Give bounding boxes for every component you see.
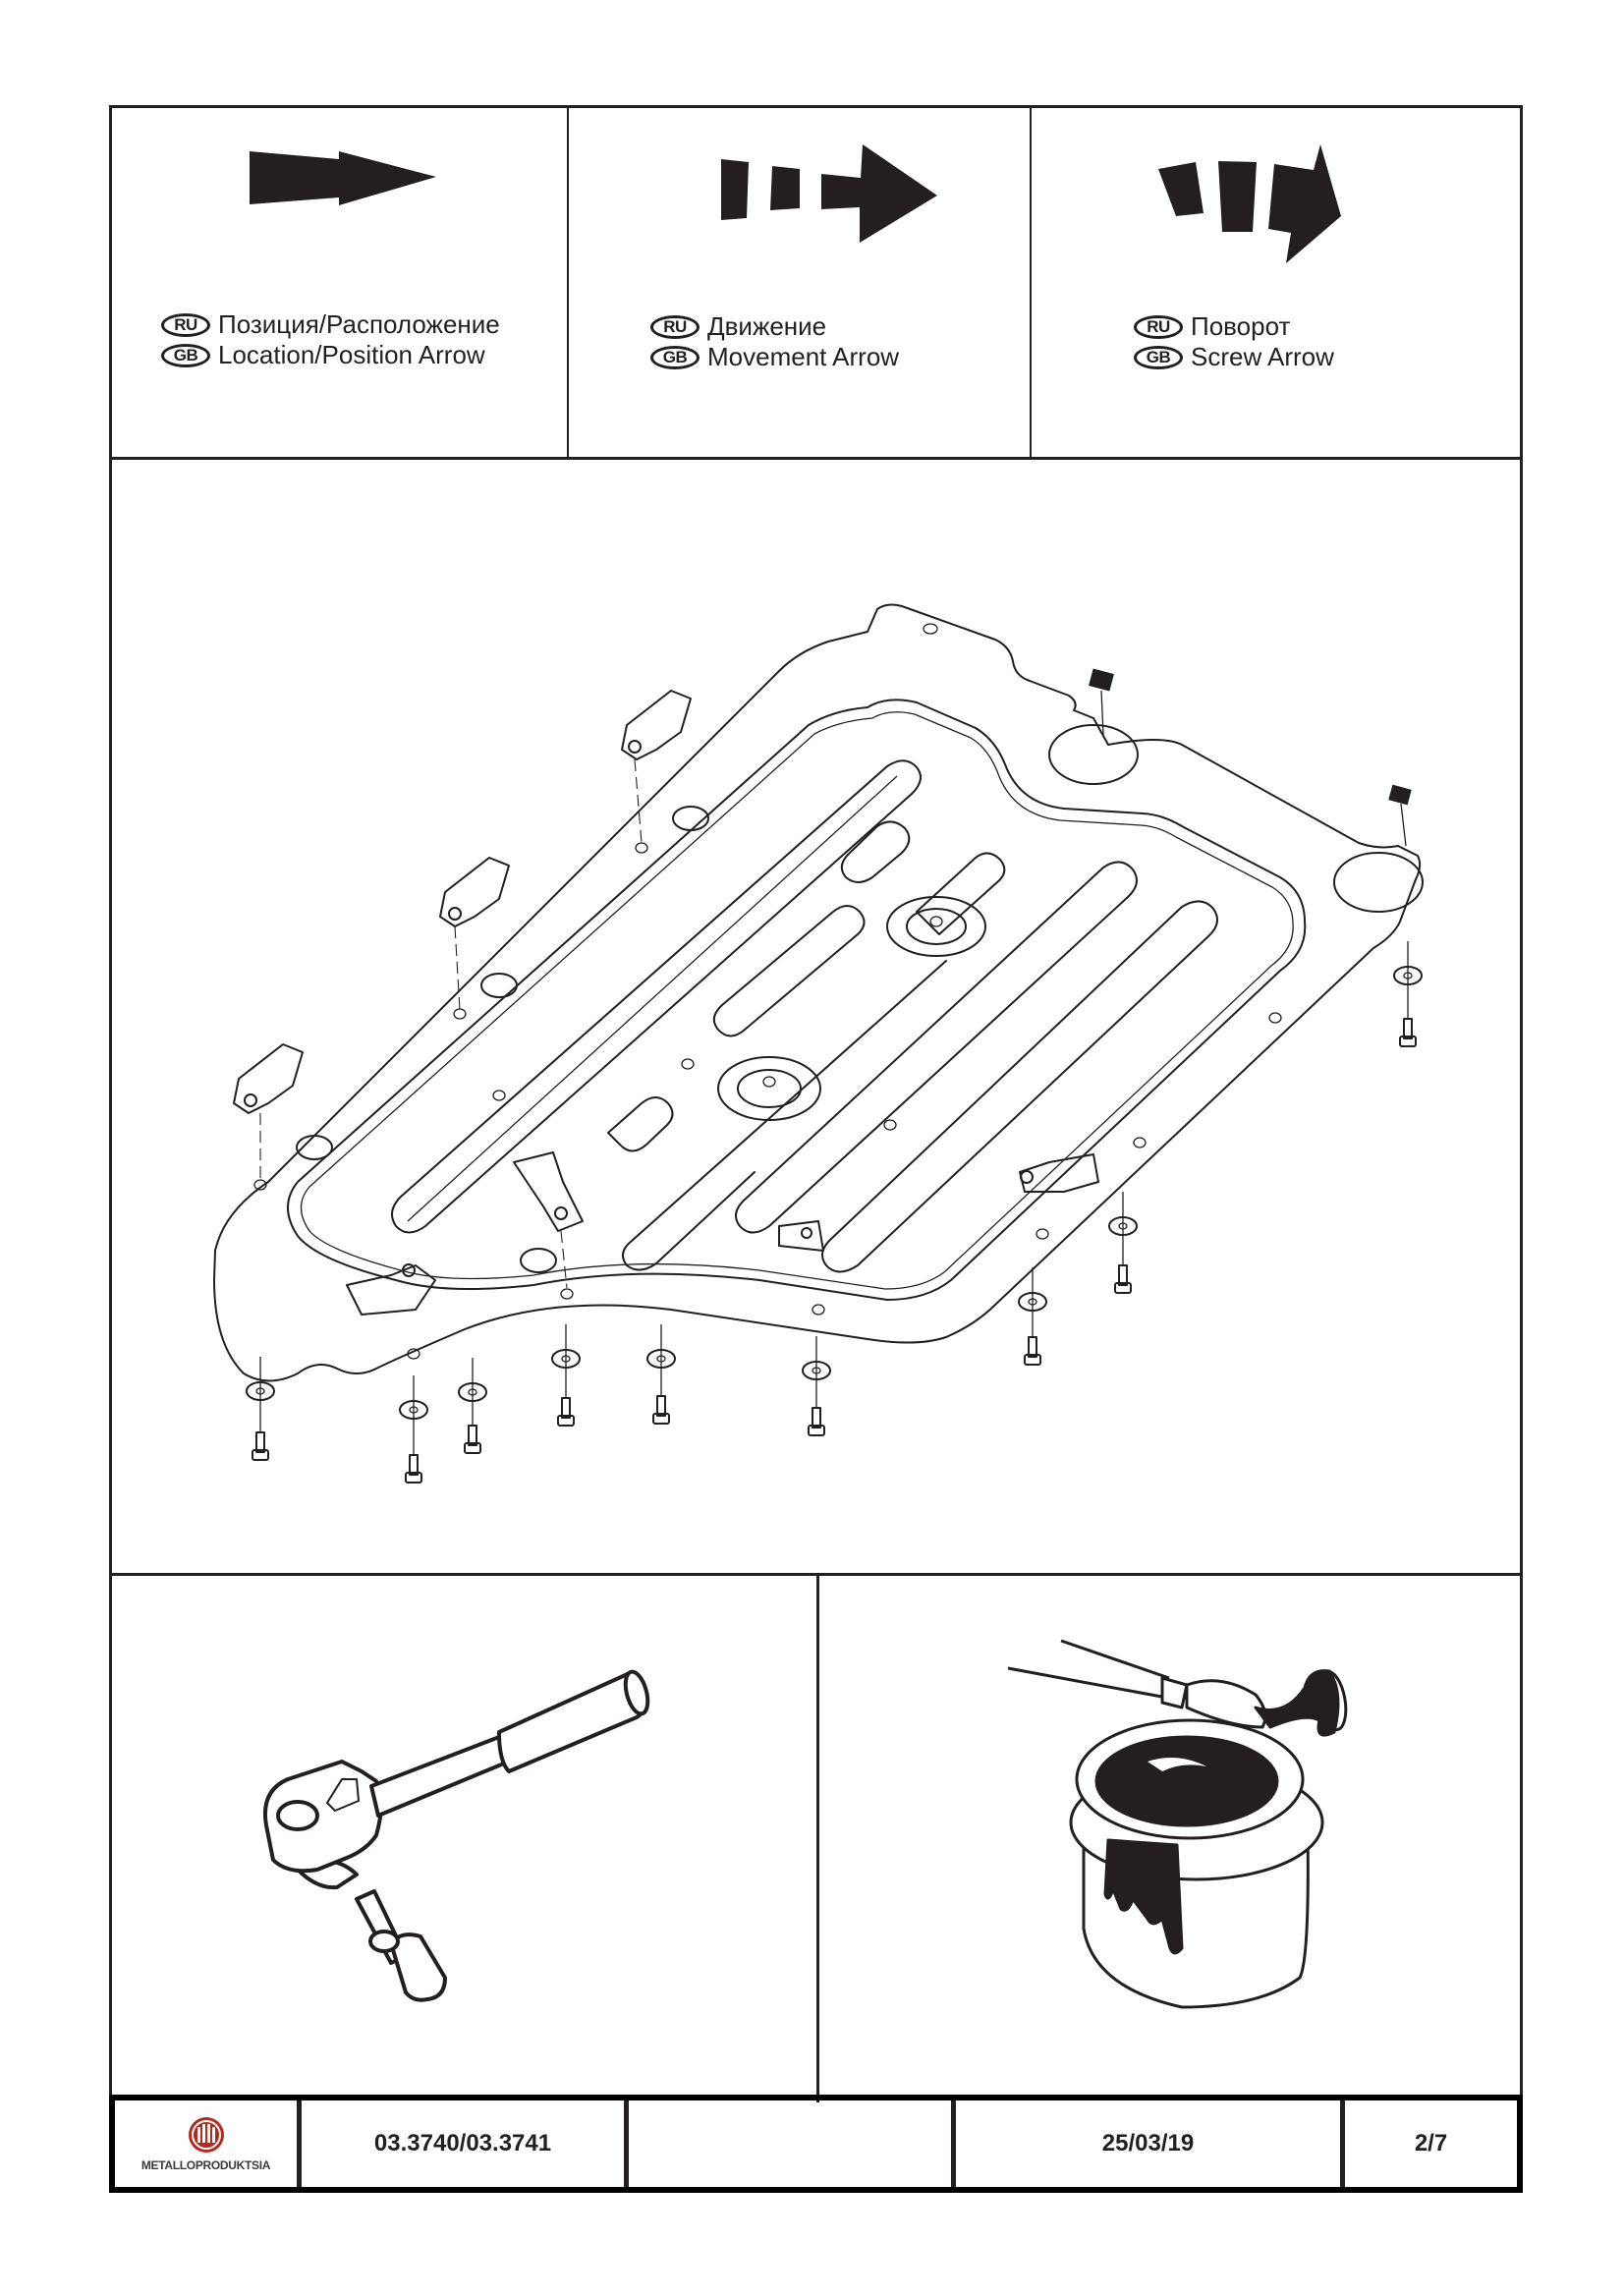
bracket [1019, 1153, 1099, 1193]
drain-hole [296, 1135, 333, 1160]
screw-arrow-icon [1158, 144, 1341, 263]
washer-bolt [646, 1324, 676, 1425]
gb-label: Screw Arrow [1191, 342, 1334, 371]
bracket [778, 1220, 824, 1252]
instruction-page-frame: RU Позиция/Расположение GB Location/Positi… [109, 105, 1523, 2193]
bolt [656, 1395, 666, 1417]
paint-can-brush-icon [1007, 1639, 1348, 2009]
legend-divider [112, 457, 1520, 460]
ru-badge: RU [650, 314, 700, 339]
page-number: 2/7 [1414, 2130, 1448, 2156]
gb-badge: GB [1134, 345, 1183, 369]
washer [802, 1361, 831, 1380]
washer-bolt [1018, 1267, 1047, 1366]
date-cell: 25/03/19 [956, 2100, 1345, 2187]
company-logo-icon [188, 2117, 224, 2153]
legend-text-location: RU Позиция/Расположение GB Location/Positi… [161, 309, 500, 370]
legend-text-screw: RU Поворот GB Screw Arrow [1134, 311, 1334, 372]
rear-boss-left [1048, 724, 1139, 785]
gb-label: Location/Position Arrow [218, 340, 485, 369]
bolt [1403, 1018, 1413, 1039]
drain-hole [480, 973, 518, 998]
legend-text-movement: RU Движение GB Movement Arrow [650, 311, 899, 372]
ru-label: Поворот [1191, 311, 1291, 341]
revision-date: 25/03/19 [1101, 2130, 1195, 2156]
location-arrow-icon [250, 151, 436, 205]
diagram-divider [112, 1573, 1520, 1576]
legend-screw-arrow: RU Поворот GB Screw Arrow [1032, 108, 1520, 459]
bolt [255, 1431, 265, 1453]
plate-ribs [391, 759, 1218, 1273]
ratchet-wrench-icon [263, 1669, 650, 2002]
title-block: METALLOPRODUKTSIA 03.3740/03.3741 25/03/… [109, 2095, 1523, 2193]
part-number: 03.3740/03.3741 [373, 2130, 552, 2156]
legend-movement-arrow: RU Движение GB Movement Arrow [569, 108, 1030, 459]
bolt [1118, 1264, 1128, 1286]
skid-plate-inner-rim [287, 699, 1307, 1301]
center-boss-lower [717, 1056, 821, 1121]
washer-bolt [551, 1324, 581, 1427]
drain-hole [520, 1248, 557, 1273]
mounting-holes [253, 623, 1282, 1360]
washer [458, 1382, 487, 1402]
gb-badge: GB [650, 345, 700, 369]
company-logo-text: METALLOPRODUKTSIA [140, 2158, 271, 2172]
washer [551, 1349, 581, 1369]
washer [1393, 966, 1423, 985]
part-number-cell: 03.3740/03.3741 [302, 2100, 629, 2187]
bolt [561, 1397, 571, 1419]
washer [399, 1400, 428, 1420]
tools-separator [816, 1574, 819, 2102]
legend-location-arrow: RU Позиция/Расположение GB Location/Positi… [112, 108, 567, 459]
company-logo-cell: METALLOPRODUKTSIA [115, 2100, 302, 2187]
tool-ratchet-cell [112, 1574, 816, 2100]
gb-label: Movement Arrow [707, 342, 900, 371]
clip-nut [1089, 668, 1114, 736]
skid-plate-outline [213, 603, 1422, 1382]
rear-boss-right [1333, 852, 1424, 913]
washer-bolt [458, 1358, 487, 1454]
washer [646, 1349, 676, 1369]
drain-hole [672, 806, 709, 831]
assembly-diagram [112, 459, 1520, 1574]
bolt [812, 1407, 821, 1428]
skid-plate-illustration [213, 603, 1424, 1484]
washer-bolt [246, 1357, 275, 1461]
washer-bolt [399, 1375, 428, 1484]
center-boss-upper [886, 896, 986, 957]
bracket [233, 1043, 304, 1180]
legend-separator-1 [567, 108, 569, 458]
washer-bolt [802, 1336, 831, 1436]
washer-bolt [1393, 941, 1423, 1047]
bracket [439, 857, 510, 1011]
bracket [346, 1263, 436, 1316]
fasteners [246, 941, 1423, 1484]
page-cell: 2/7 [1345, 2100, 1517, 2187]
bracket [621, 690, 692, 844]
ru-badge: RU [161, 312, 210, 337]
gb-badge: GB [161, 343, 210, 367]
ru-badge: RU [1134, 314, 1183, 339]
washer [246, 1381, 275, 1401]
tool-paint-cell [819, 1574, 1520, 2100]
bolt [1028, 1336, 1037, 1358]
logo-circle [188, 2117, 224, 2153]
movement-arrow-icon [721, 144, 937, 243]
blank-cell [629, 2100, 956, 2187]
bracket [513, 1151, 584, 1289]
ru-label: Движение [707, 311, 827, 341]
bolt [409, 1454, 419, 1476]
washer [1018, 1292, 1047, 1312]
legend-separator-2 [1030, 108, 1032, 458]
washer [1108, 1216, 1138, 1236]
washer-bolt [1108, 1192, 1138, 1294]
clip-nut [1388, 784, 1412, 847]
ru-label: Позиция/Расположение [218, 309, 500, 339]
bolt [468, 1425, 477, 1446]
